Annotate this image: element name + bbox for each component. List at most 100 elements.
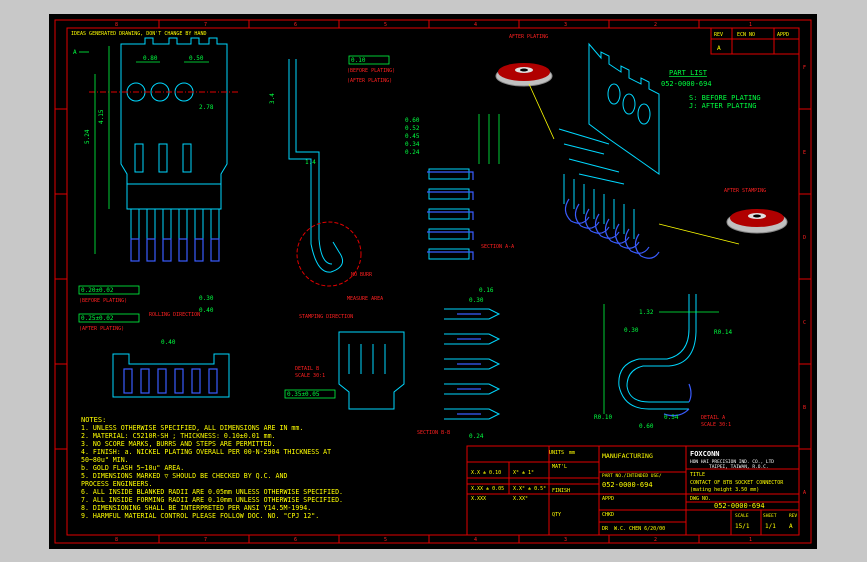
svg-text:(BEFORE PLATING): (BEFORE PLATING)	[347, 68, 395, 74]
svg-text:1: 1	[749, 537, 752, 543]
revision-block: REV ECN NO APPD A	[710, 27, 800, 55]
notes: NOTES: 1. UNLESS OTHERWISE SPECIFIED, AL…	[81, 416, 343, 520]
svg-text:3: 3	[564, 22, 567, 28]
svg-text:SECTION B-B: SECTION B-B	[417, 430, 450, 436]
svg-text:DR: DR	[602, 526, 609, 532]
svg-text:0.10: 0.10	[351, 57, 366, 64]
zone-markers	[55, 20, 811, 543]
svg-text:5: 5	[384, 537, 387, 543]
svg-text:9. HARMFUL MATERIAL CONTROL PL: 9. HARMFUL MATERIAL CONTROL PLEASE FOLLO…	[81, 512, 319, 520]
svg-text:SHEET: SHEET	[763, 513, 777, 519]
svg-text:0.24: 0.24	[405, 149, 420, 156]
svg-text:X.XXX: X.XXX	[471, 496, 486, 502]
svg-text:2. MATERIAL: C5210R-SH ; THICK: 2. MATERIAL: C5210R-SH ; THICKNESS: 0.10…	[81, 432, 276, 440]
svg-text:W.C. CHEN 6/20/00: W.C. CHEN 6/20/00	[614, 526, 665, 532]
svg-text:CHKD: CHKD	[602, 512, 614, 518]
svg-text:0.24: 0.24	[469, 433, 484, 440]
svg-text:MAT'L: MAT'L	[552, 464, 567, 470]
top-zone-numbers: 8 7 6 5 4 3 2 1	[115, 22, 752, 28]
svg-text:4. FINISH: a. NICKEL PLATING O: 4. FINISH: a. NICKEL PLATING OVERALL PER…	[81, 448, 331, 456]
svg-text:J: AFTER PLATING: J: AFTER PLATING	[689, 102, 756, 110]
svg-text:0.54: 0.54	[664, 414, 679, 421]
svg-text:A: A	[789, 523, 793, 530]
svg-text:R0.10: R0.10	[594, 414, 612, 421]
svg-text:6: 6	[294, 22, 297, 28]
title-block: UNITS mm X.X ± 0.10 X.XX ± 0.05 X.XXX X°…	[466, 445, 800, 536]
svg-text:0.30: 0.30	[199, 295, 214, 302]
svg-text:(BEFORE PLATING): (BEFORE PLATING)	[79, 298, 127, 304]
svg-text:SECTION A-A: SECTION A-A	[481, 244, 514, 250]
svg-text:E: E	[803, 150, 806, 156]
svg-text:S: BEFORE PLATING: S: BEFORE PLATING	[689, 94, 761, 102]
svg-text:QTY: QTY	[552, 512, 561, 518]
svg-text:TAIPEI, TAIWAN, R.O.C.: TAIPEI, TAIWAN, R.O.C.	[709, 464, 769, 470]
svg-text:0.34: 0.34	[405, 141, 420, 148]
plan-view: 0.40	[112, 339, 230, 398]
svg-text:APPD: APPD	[777, 32, 789, 38]
svg-text:MEASURE AREA: MEASURE AREA	[347, 296, 383, 302]
svg-text:A: A	[73, 49, 77, 56]
outer-border	[54, 19, 812, 544]
svg-text:PART LIST: PART LIST	[669, 69, 708, 77]
svg-text:DWG NO.: DWG NO.	[690, 496, 711, 502]
svg-text:052-0000-694: 052-0000-694	[714, 502, 765, 510]
svg-text:15/1: 15/1	[735, 523, 750, 530]
svg-text:6. ALL INSIDE BLANKED RADII AR: 6. ALL INSIDE BLANKED RADII ARE 0.05mm U…	[81, 488, 343, 496]
svg-text:SCALE 30:1: SCALE 30:1	[701, 422, 731, 428]
svg-text:X.X° ± 0.5°: X.X° ± 0.5°	[513, 486, 546, 492]
svg-text:X.X ± 0.10: X.X ± 0.10	[471, 470, 501, 476]
svg-text:B: B	[803, 405, 806, 411]
header-note: IDEAS GENERATED DRAWING, DON'T CHANGE BY…	[71, 31, 206, 37]
svg-text:F: F	[803, 65, 806, 71]
svg-text:REV: REV	[789, 513, 797, 519]
svg-text:5. DIMENSIONS MARKED ▽ SHOULD: 5. DIMENSIONS MARKED ▽ SHOULD BE CHECKED…	[81, 472, 287, 480]
section-bb: 0.16 0.30 0.24 SECTION B-B	[417, 287, 501, 440]
svg-text:8: 8	[115, 22, 118, 28]
svg-text:SCALE 30:1: SCALE 30:1	[295, 373, 325, 379]
svg-text:0.30: 0.30	[469, 297, 484, 304]
svg-text:0.40: 0.40	[199, 307, 214, 314]
inner-border	[66, 27, 800, 536]
svg-text:TITLE: TITLE	[690, 472, 705, 478]
svg-text:PART NO./INTENDED USE/: PART NO./INTENDED USE/	[602, 473, 662, 479]
bottom-zone-numbers: 8 7 6 5 4 3 2 1	[115, 537, 752, 543]
svg-text:0.20±0.02: 0.20±0.02	[81, 287, 114, 294]
svg-text:FINISH: FINISH	[552, 488, 570, 494]
svg-text:C: C	[803, 320, 806, 326]
svg-text:X° ± 1°: X° ± 1°	[513, 470, 534, 476]
front-view-tolerances: 0.20±0.02 (BEFORE PLATING) 0.25±0.02 (AF…	[78, 285, 214, 332]
svg-text:mm: mm	[569, 450, 575, 456]
svg-text:5: 5	[384, 22, 387, 28]
detail-a: 1.32 R0.14 R0.10 0.54 0.60 0.30 DETAIL A…	[594, 294, 732, 430]
svg-text:D: D	[803, 235, 806, 241]
svg-text:0.45: 0.45	[405, 133, 420, 140]
svg-text:2: 2	[654, 22, 657, 28]
svg-text:PROCESS ENGINEERS.: PROCESS ENGINEERS.	[81, 480, 152, 488]
svg-text:HON HAI PRECISION IND. CO., LT: HON HAI PRECISION IND. CO., LTD	[690, 459, 774, 465]
svg-text:0.30: 0.30	[624, 327, 639, 334]
svg-text:4: 4	[474, 537, 477, 543]
svg-text:50~80u" MIN.: 50~80u" MIN.	[81, 456, 129, 464]
svg-text:DETAIL A: DETAIL A	[701, 415, 725, 421]
svg-text:5.24: 5.24	[84, 129, 91, 144]
svg-text:0.35±0.05: 0.35±0.05	[287, 391, 320, 398]
svg-text:SCALE: SCALE	[735, 513, 749, 519]
svg-text:0.16: 0.16	[479, 287, 494, 294]
svg-text:A: A	[803, 490, 806, 496]
svg-text:0.52: 0.52	[405, 125, 420, 132]
svg-text:(mating height 3.50 mm): (mating height 3.50 mm)	[690, 487, 759, 493]
svg-text:(AFTER PLATING): (AFTER PLATING)	[79, 326, 124, 332]
detail-b: DETAIL B SCALE 30:1 0.35±0.05	[284, 331, 405, 410]
svg-text:3. NO SCORE MARKS, BURRS AND S: 3. NO SCORE MARKS, BURRS AND STEPS ARE P…	[81, 440, 276, 448]
svg-text:AFTER STAMPING: AFTER STAMPING	[724, 188, 766, 194]
svg-text:1/1: 1/1	[765, 523, 776, 530]
svg-text:8. DIMENSIONING SHALL BE INTER: 8. DIMENSIONING SHALL BE INTERPRETED PER…	[81, 504, 311, 512]
foxconn-logo: FOXCONN	[690, 450, 720, 458]
svg-text:4: 4	[474, 22, 477, 28]
part-list: PART LIST 052-0000-694 S: BEFORE PLATING…	[661, 69, 761, 110]
reel-after-stamping: AFTER STAMPING	[658, 188, 788, 245]
svg-text:7. ALL INSIDE FORMING RADII AR: 7. ALL INSIDE FORMING RADII ARE 0.10mm U…	[81, 496, 343, 504]
drawing-sheet[interactable]: 8 7 6 5 4 3 2 1 8 7 6 5 4 3 2 1 F E D C …	[49, 14, 817, 549]
svg-text:0.40: 0.40	[161, 339, 176, 346]
